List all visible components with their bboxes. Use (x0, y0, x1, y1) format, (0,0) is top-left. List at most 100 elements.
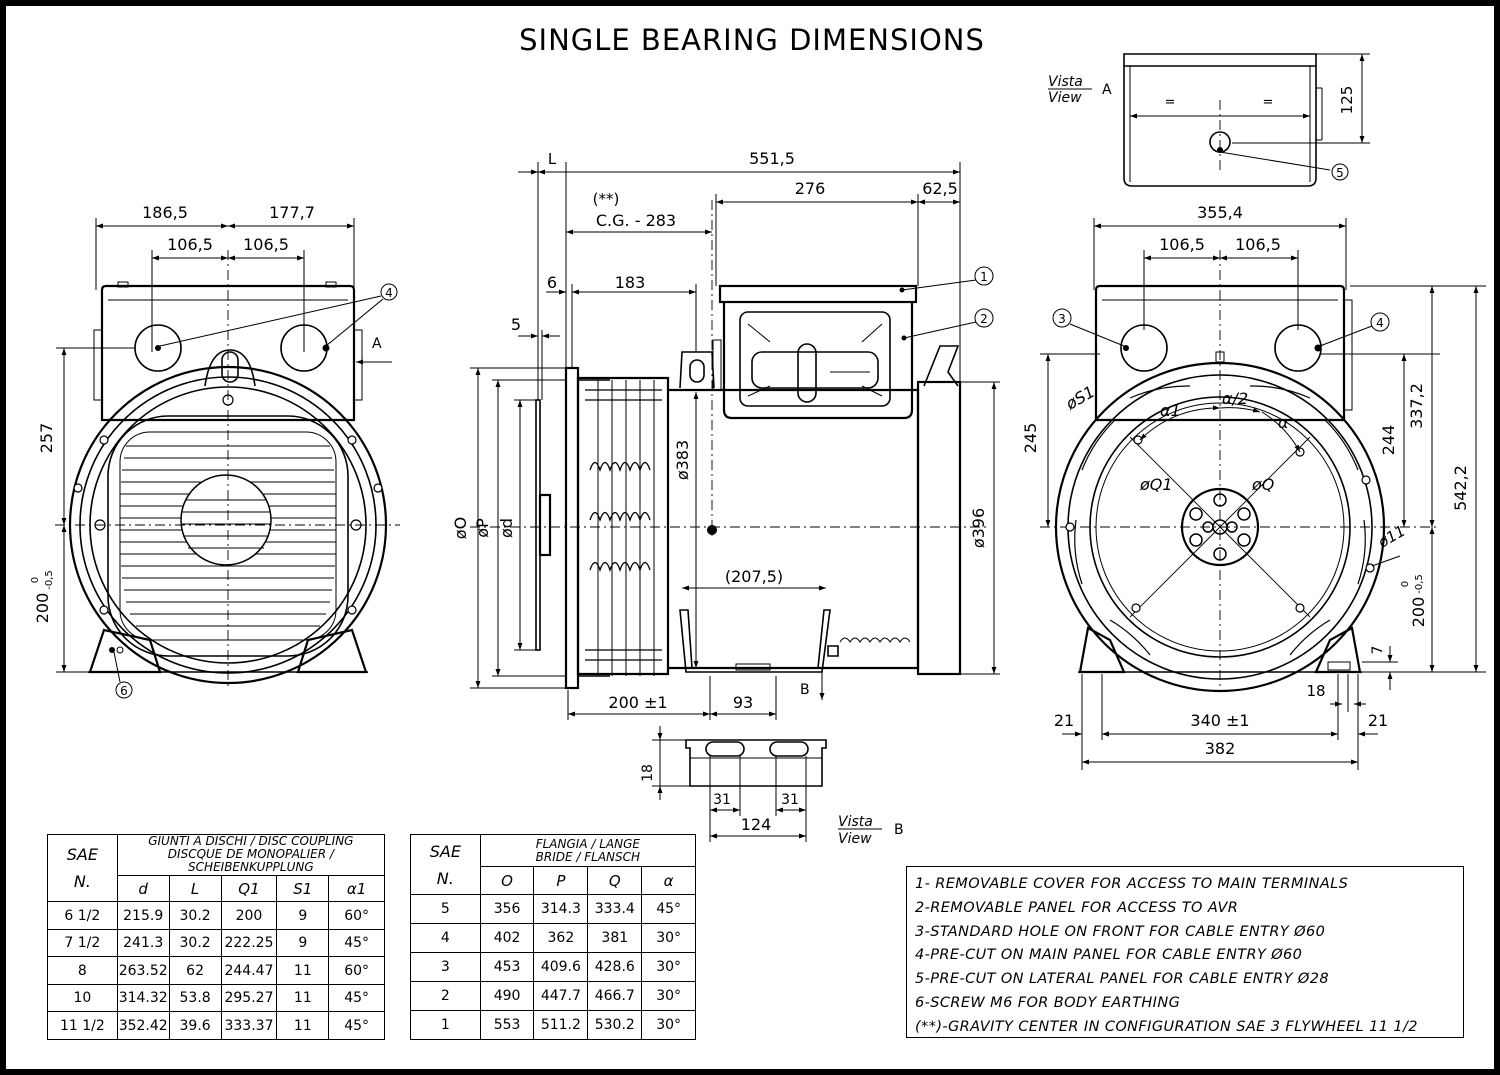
table-cell: 60° (328, 956, 385, 985)
view-b-detail: 18 31 31 124 Vista View B (640, 726, 904, 847)
table-cell: 333.37 (220, 1011, 278, 1040)
side-dim-5: 5 (511, 315, 521, 334)
table-cell: 60° (328, 901, 385, 930)
right-dim-106-5-b: 106,5 (1235, 235, 1281, 254)
phi-o: øO (451, 517, 470, 539)
phi-396: ø396 (969, 508, 988, 548)
table-cell: 1 (410, 1009, 481, 1041)
view-a-eq-left: = (1165, 95, 1176, 110)
phi-p: øP (473, 518, 492, 538)
table-cell: 241.3 (116, 928, 170, 958)
side-dim-183: 183 (615, 273, 646, 292)
table-cell: 333.4 (587, 894, 643, 925)
right-dim-106-5-a: 106,5 (1159, 235, 1205, 254)
table-cell: 2 (410, 981, 481, 1011)
table-cell: 553 (479, 1009, 535, 1041)
table-cell: 263.52 (116, 956, 170, 985)
table-cell: 5 (410, 894, 481, 925)
table-cell: 9 (276, 901, 330, 930)
table-cell: 8 (47, 956, 118, 985)
right-dim-355-4: 355,4 (1197, 203, 1243, 222)
table-cell: 11 (276, 983, 330, 1013)
left-callout-6: 6 (120, 684, 128, 698)
table-cell: 30.2 (168, 928, 222, 958)
right-callout-4: 4 (1376, 316, 1384, 330)
right-dim-340: 340 ±1 (1190, 711, 1249, 730)
flange_table-col-0: O (479, 866, 535, 896)
disc_table-col-0: d (116, 874, 170, 903)
right-dim-542-2: 542,2 (1451, 465, 1470, 511)
view-b-dim-31a: 31 (713, 792, 731, 808)
right-dim-21b: 21 (1368, 711, 1388, 730)
view-a-dim-125: 125 (1338, 86, 1356, 115)
side-callout-1: 1 (980, 270, 988, 284)
side-dim-l: L (548, 150, 557, 168)
table-cell: 30° (641, 981, 696, 1011)
table-cell: 530.2 (587, 1009, 643, 1041)
table-cell: 200 (220, 901, 278, 930)
disc_table-col-4: α1 (328, 874, 385, 903)
note-line: (**)-GRAVITY CENTER IN CONFIGURATION SAE… (915, 1018, 1418, 1035)
table-cell: 244.47 (220, 956, 278, 985)
flange_table-col-2: Q (587, 866, 643, 896)
right-dim-18: 18 (1306, 682, 1325, 700)
front-view-right: øS1 α1 α/2 α øQ1 øQ ø11 355,4 106,5 106,… (1021, 203, 1486, 770)
note-line: 1- REMOVABLE COVER FOR ACCESS TO MAIN TE… (915, 876, 1349, 892)
phi-d: ød (497, 518, 516, 538)
view-a-letter: A (1102, 82, 1112, 98)
note-line: 5-PRE-CUT ON LATERAL PANEL FOR CABLE ENT… (915, 971, 1329, 988)
right-dim-200: 200 (1409, 597, 1428, 628)
callout-5: 5 (1336, 166, 1344, 180)
table-cell: 447.7 (533, 981, 589, 1011)
view-a-detail: Vista View A = = 125 5 (1048, 53, 1370, 187)
table-cell: 39.6 (168, 1011, 222, 1040)
flange_table-col-1: P (533, 866, 589, 896)
side-dim-551-5: 551,5 (749, 149, 795, 168)
table-cell: 11 (276, 1011, 330, 1040)
table-cell: 6 1/2 (47, 901, 118, 930)
note-line: 4-PRE-CUT ON MAIN PANEL FOR CABLE ENTRY … (915, 947, 1303, 964)
alpha1: α1 (1160, 401, 1181, 420)
flange_table-col-3: α (641, 866, 696, 896)
side-view: øO øP ød ø383 ø396 L 551,5 276 62,5 (**)… (451, 149, 1000, 720)
view-a-view: View (1048, 90, 1082, 106)
table-cell: 9 (276, 928, 330, 958)
view-a-vista: Vista (1048, 74, 1083, 90)
side-arrow-b: B (800, 682, 810, 698)
cg-mark: (**) (593, 190, 620, 208)
table-cell: 30° (641, 952, 696, 982)
table-cell: 362 (533, 923, 589, 954)
table-cell: 215.9 (116, 901, 170, 930)
view-b-dim-18: 18 (640, 764, 656, 782)
notes-box: 1- REMOVABLE COVER FOR ACCESS TO MAIN TE… (906, 866, 1464, 1038)
left-dim-177-7: 177,7 (269, 203, 315, 222)
table-cell: 381 (587, 923, 643, 954)
left-dim-106-5-b: 106,5 (243, 235, 289, 254)
view-b-dim-31b: 31 (781, 792, 799, 808)
left-dim-106-5-a: 106,5 (167, 235, 213, 254)
table-cell: 62 (168, 956, 222, 985)
table-cell: 11 1/2 (47, 1011, 118, 1040)
cg-label: C.G. - 283 (596, 211, 676, 230)
table-cell: 45° (641, 894, 696, 925)
side-dim-62-5: 62,5 (922, 179, 958, 198)
right-dim-21a: 21 (1054, 711, 1074, 730)
table-cell: 3 (410, 952, 481, 982)
right-dim-337-2: 337,2 (1407, 383, 1426, 429)
table-cell: 453 (479, 952, 535, 982)
table-cell: 53.8 (168, 983, 222, 1013)
phi-11: ø11 (1374, 522, 1408, 552)
table-cell: 45° (328, 928, 385, 958)
